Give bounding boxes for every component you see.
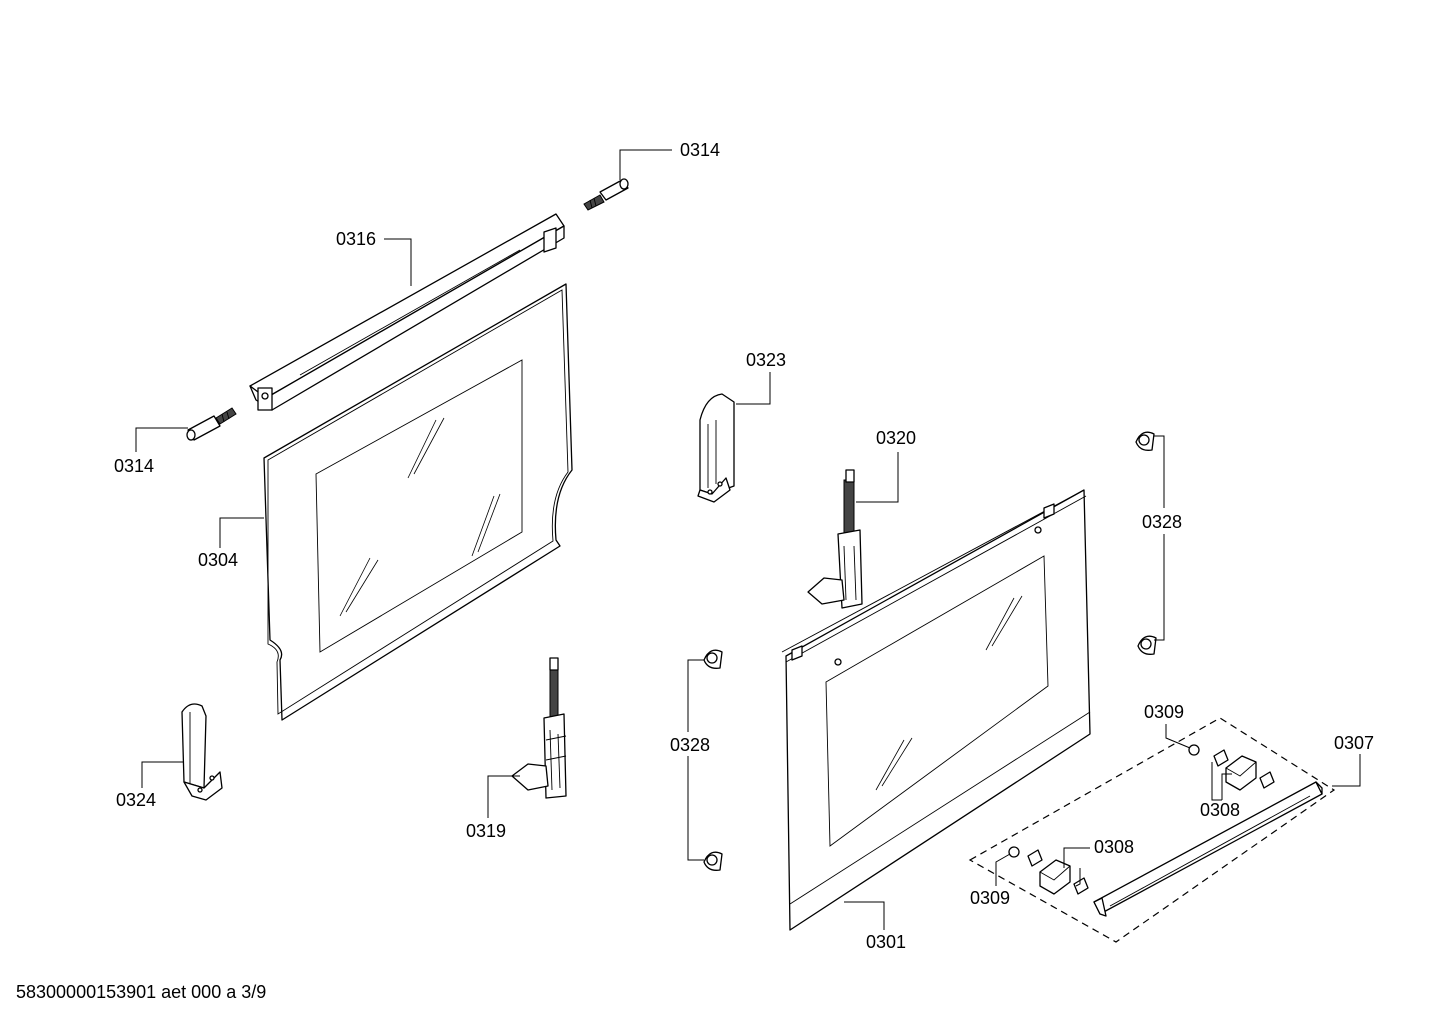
part-0323-hinge-cover	[697, 393, 735, 503]
label-0309-bottom: 0309	[970, 888, 1010, 908]
part-0314-pin-left	[186, 407, 237, 441]
part-0328-caps-left	[703, 649, 723, 871]
label-0304: 0304	[198, 550, 238, 570]
label-0323: 0323	[746, 350, 786, 370]
label-0314-left: 0314	[114, 456, 154, 476]
label-0314-top: 0314	[680, 140, 720, 160]
part-0307-handle-assembly	[968, 717, 1336, 943]
label-0308-left: 0308	[1094, 837, 1134, 857]
leader-lines	[135, 149, 1361, 930]
label-0319: 0319	[466, 821, 506, 841]
label-0307: 0307	[1334, 733, 1374, 753]
label-0309-top: 0309	[1144, 702, 1184, 722]
label-0324: 0324	[116, 790, 156, 810]
part-0324-hinge-cover	[181, 703, 223, 801]
label-0328-right: 0328	[1142, 512, 1182, 532]
part-0316-door-strip	[249, 213, 565, 411]
label-0308-right: 0308	[1200, 800, 1240, 820]
label-0328-left: 0328	[670, 735, 710, 755]
part-0328-caps-right	[1135, 431, 1157, 655]
label-0316: 0316	[336, 229, 376, 249]
part-0320-hinge-right	[807, 469, 863, 609]
part-0304-inner-glass	[263, 283, 573, 721]
label-0320: 0320	[876, 428, 916, 448]
part-0314-pin-top	[583, 178, 629, 211]
drawing-code: 58300000153901 aet 000 a 3/9	[16, 982, 266, 1002]
part-labels: 0314 0316 0314 0304 0324 0319 0323 0320 …	[114, 140, 1374, 952]
label-0301: 0301	[866, 932, 906, 952]
part-0319-hinge-left	[511, 657, 567, 799]
part-0301-outer-door	[781, 489, 1091, 931]
